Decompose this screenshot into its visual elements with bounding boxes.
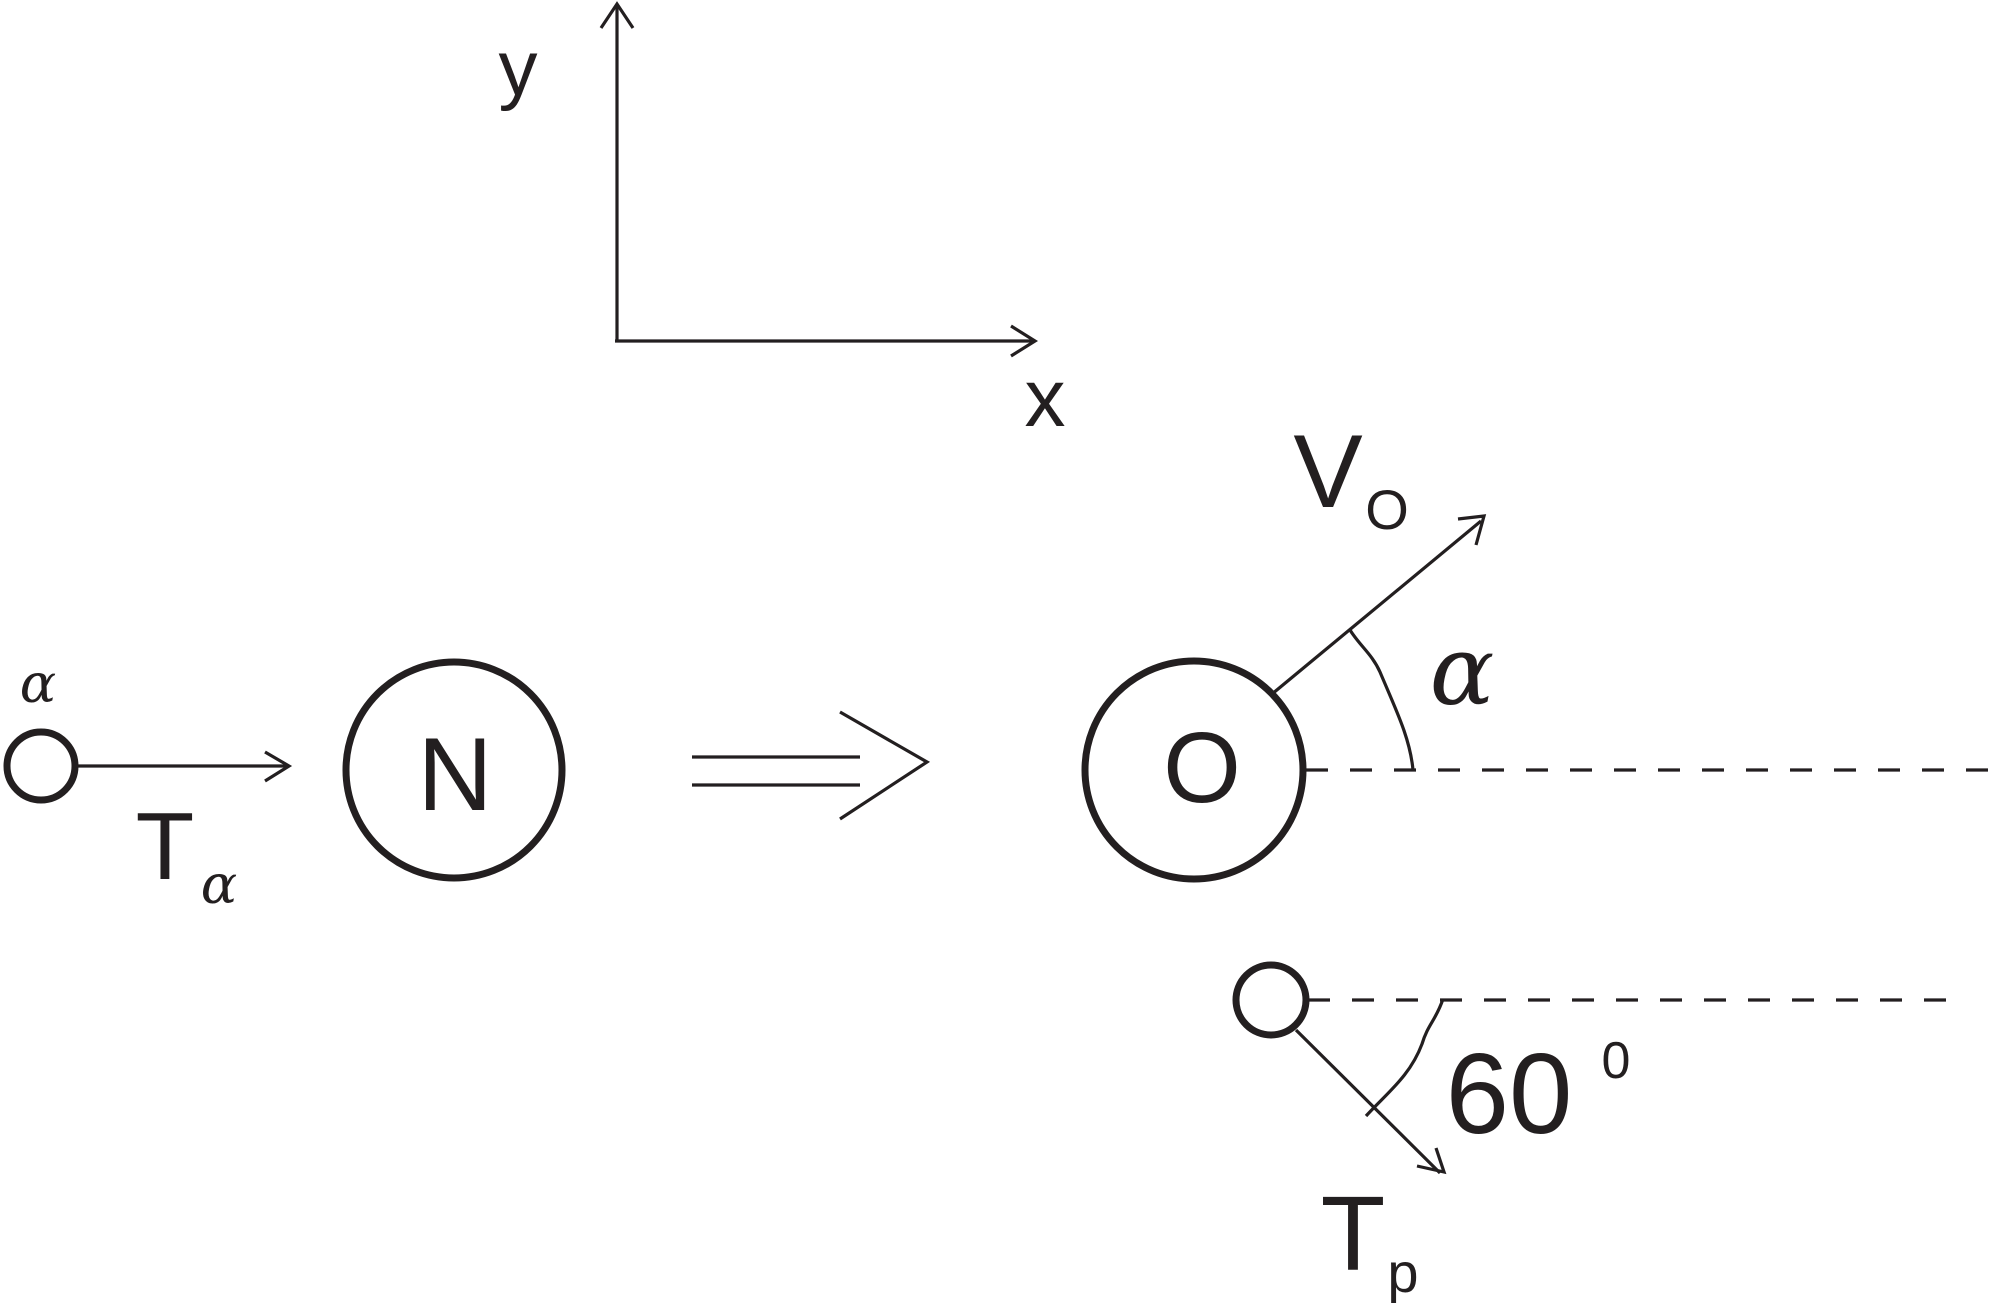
proton-velocity-arrow [1294,1028,1442,1175]
y-axis-label: y [499,24,538,112]
proton-circle [1232,961,1310,1039]
product-angle-arc [1348,629,1415,771]
proton-arrowhead [1416,1147,1447,1175]
reaction-arrow [692,710,931,821]
y-axis-arrowhead [599,1,635,29]
alpha-particle-circle [3,728,79,804]
proton-energy-subscript: p [1387,1241,1418,1303]
proton-angle-degree: 0 [1602,1032,1631,1090]
alpha-particle-symbol: α [20,652,56,715]
alpha-arrowhead [264,750,293,783]
product-velocity-label: V [1293,414,1362,530]
target-nucleus-circle [342,658,566,882]
target-nucleus: N [342,658,566,882]
product-nucleus-label: O [1163,712,1241,824]
coordinate-axes: y x [499,1,1066,444]
product-velocity-arrowhead [1457,514,1487,546]
x-axis-arrowhead [1010,324,1039,358]
product-velocity-subscript: O [1365,478,1409,541]
incoming-alpha-particle: α T α [3,652,293,916]
product-angle-label: α [1430,615,1495,727]
reaction-arrowhead [839,710,931,821]
x-axis-label: x [1025,353,1066,444]
proton-angle-value: 60 [1446,1031,1573,1158]
proton-energy-label: T [1321,1175,1386,1293]
product-velocity-arrow [1270,519,1483,696]
product-nucleus: O V O α [1081,414,1994,883]
proton-angle-arc [1364,998,1445,1118]
alpha-energy-label: T [136,793,195,900]
product-nucleus-circle [1081,657,1307,883]
target-nucleus-label: N [417,717,492,833]
emitted-proton: 60 0 T p [1232,961,1960,1303]
alpha-energy-subscript: α [201,853,237,916]
